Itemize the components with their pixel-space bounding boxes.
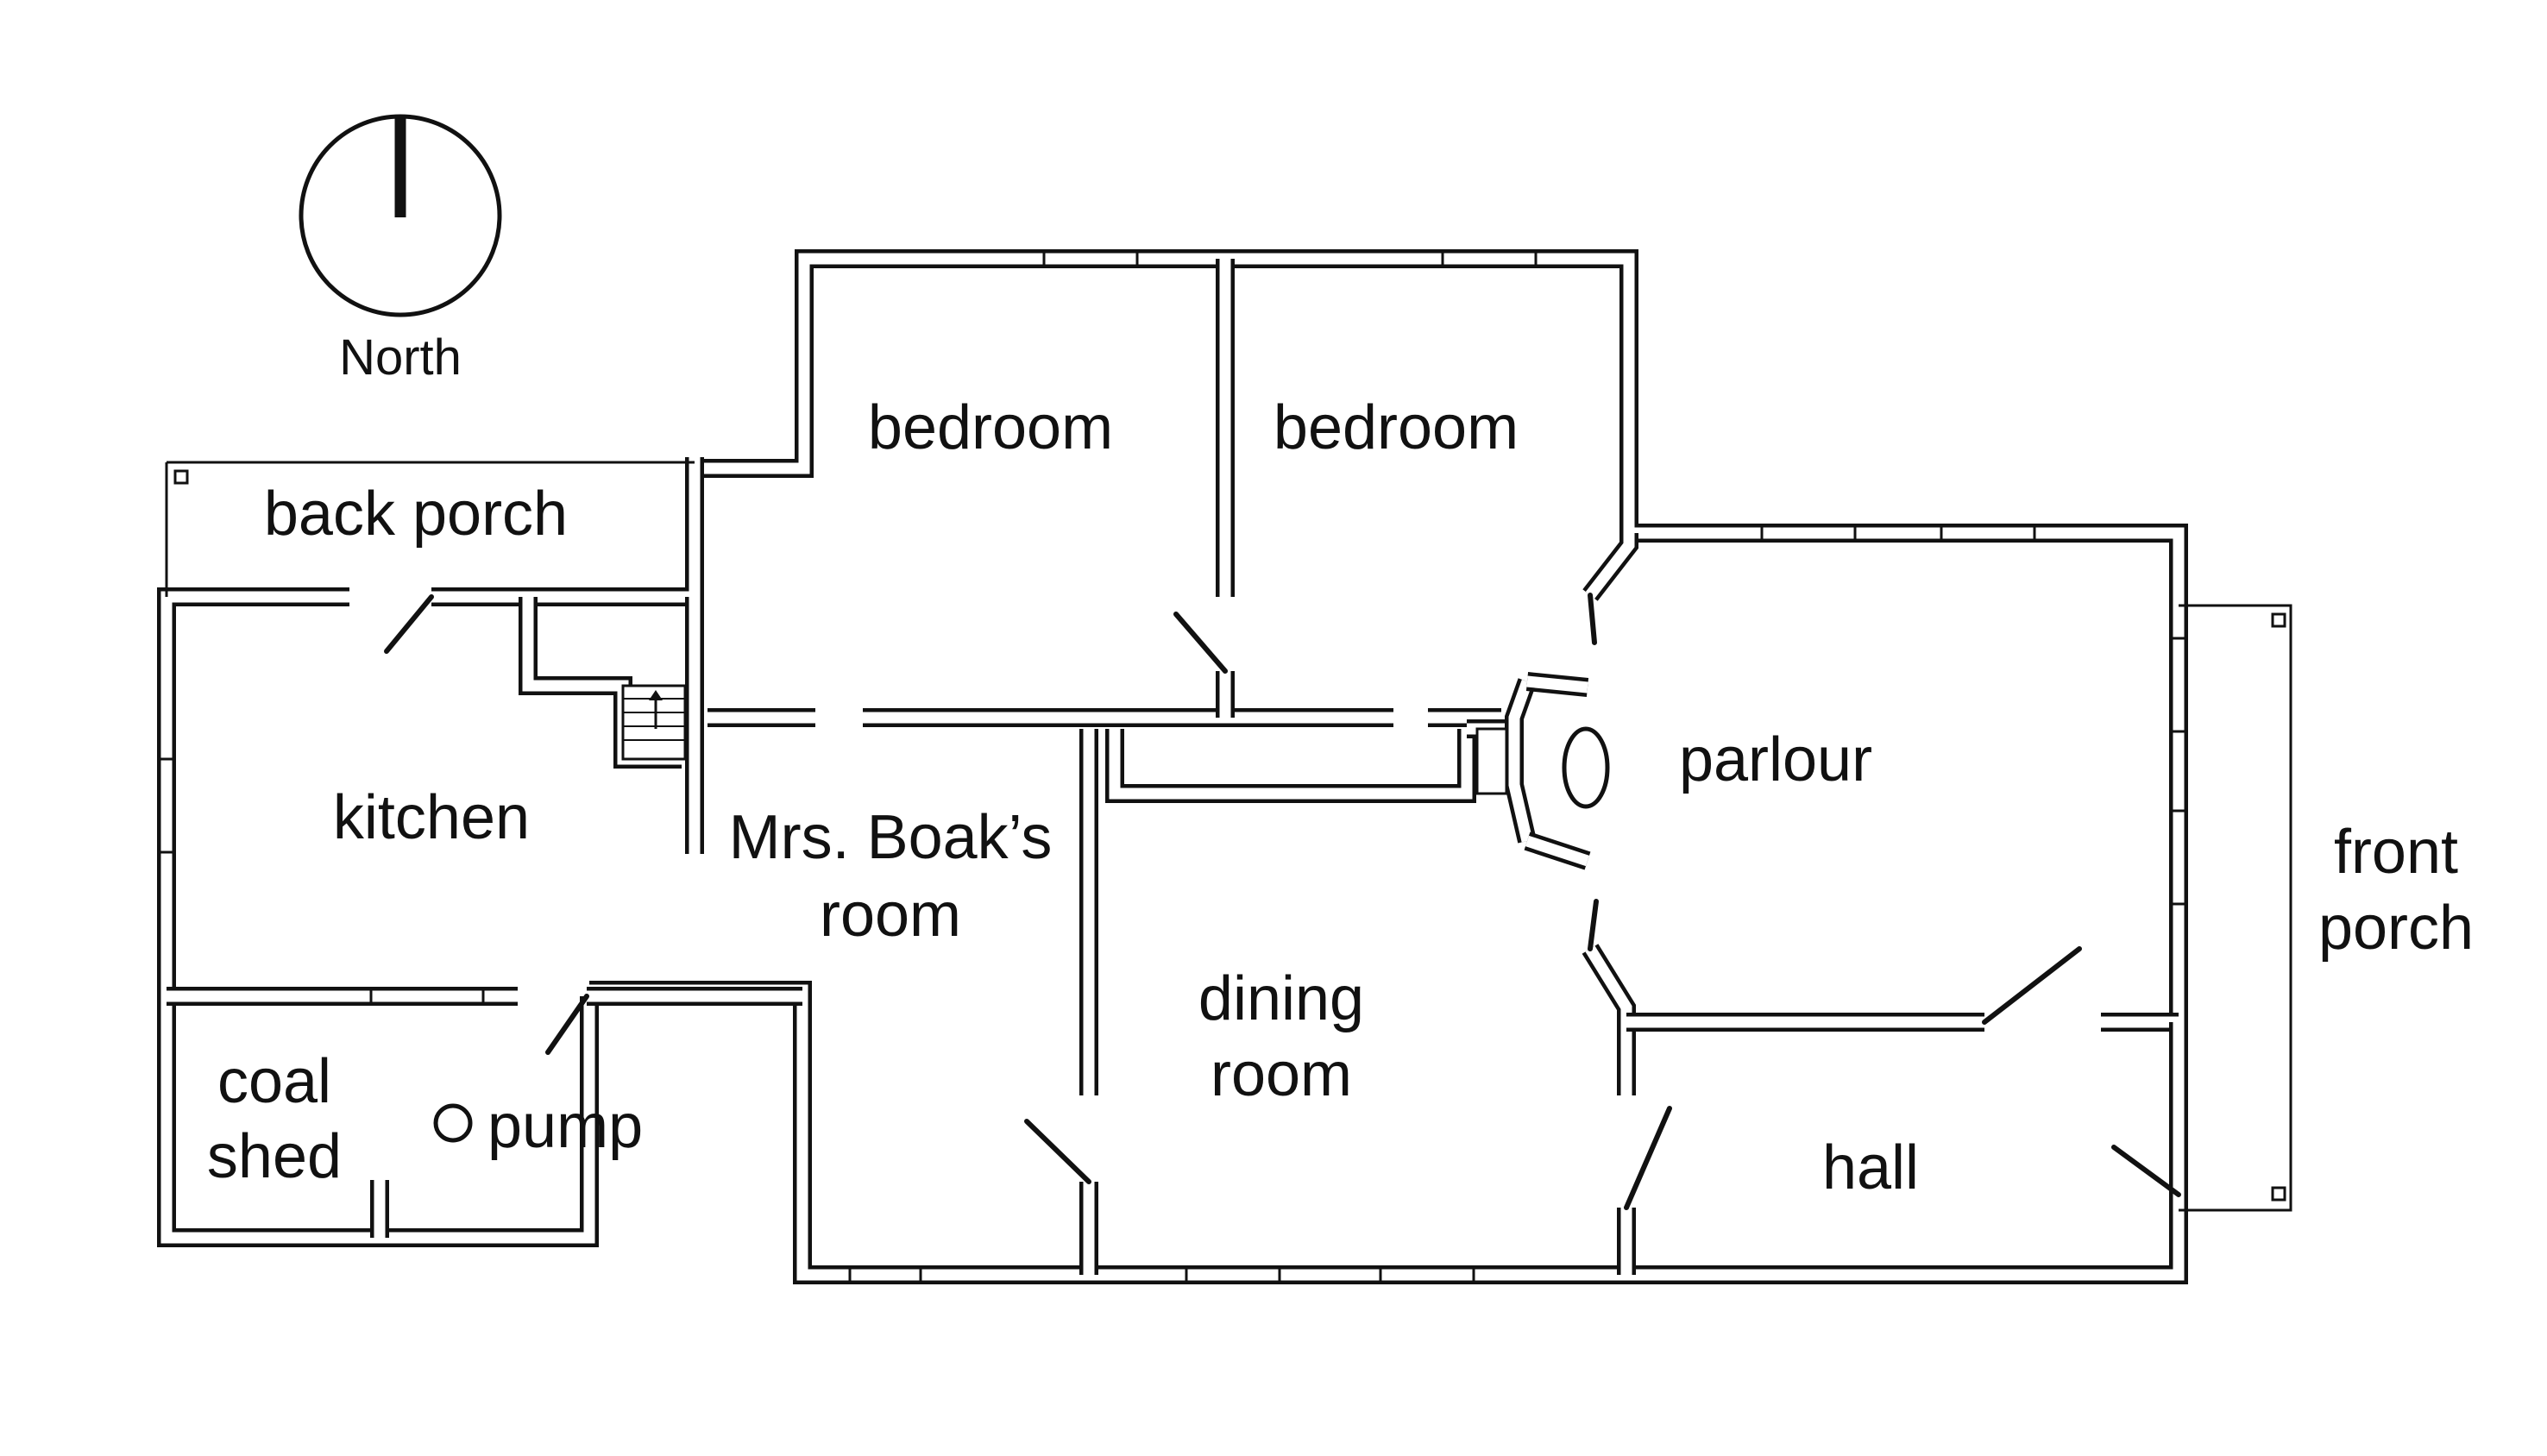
porch-post (2271, 1186, 2286, 1202)
window (848, 1266, 922, 1283)
room-label-hall: hall (1822, 1133, 1919, 1202)
room-label-front-porch-line2: porch (2318, 894, 2474, 963)
room-labels: bedroom bedroom back porch kitchen Mrs. … (207, 393, 2474, 1202)
room-label-back-porch: back porch (264, 480, 568, 549)
door (1588, 593, 1597, 645)
back-porch-outline (165, 461, 695, 597)
window (1441, 250, 1538, 267)
pump-marker (433, 1103, 473, 1143)
hearth-oval (1562, 726, 1610, 809)
porch-post (173, 469, 189, 485)
door (1588, 899, 1599, 951)
door (545, 994, 589, 1055)
door (2111, 1145, 2181, 1197)
room-label-coal-shed-line1: coal (217, 1047, 331, 1116)
room-label-kitchen: kitchen (333, 783, 530, 852)
door (1173, 612, 1228, 674)
window (1379, 1266, 1475, 1283)
window (1760, 524, 1857, 542)
fireplace (1475, 726, 1610, 809)
stairs (621, 684, 687, 761)
door (1024, 1119, 1091, 1184)
room-label-front-porch-line1: front (2334, 818, 2458, 887)
window (2170, 637, 2187, 733)
window (1042, 250, 1139, 267)
doors (384, 593, 2181, 1210)
porch-post (2271, 612, 2286, 628)
room-label-dining-line2: room (1211, 1040, 1352, 1109)
door (1982, 946, 2082, 1025)
front-porch-outline (2179, 604, 2292, 1212)
room-label-coal-shed-line2: shed (207, 1122, 342, 1191)
window (369, 988, 485, 1005)
room-label-pump: pump (487, 1092, 643, 1161)
room-label-parlour: parlour (1679, 725, 1872, 794)
window (2170, 809, 2187, 906)
room-label-mrs-boak-line2: room (820, 881, 961, 950)
compass-circle (299, 114, 502, 317)
door (1624, 1106, 1672, 1210)
compass: North (299, 114, 502, 386)
room-label-bedroom-east: bedroom (1274, 393, 1519, 462)
window (158, 757, 175, 854)
room-label-mrs-boak-line1: Mrs. Boak’s (729, 803, 1053, 872)
compass-label: North (339, 329, 462, 386)
window (1185, 1266, 1281, 1283)
windows (158, 250, 2187, 1283)
door (384, 594, 434, 654)
room-label-bedroom-west: bedroom (868, 393, 1113, 462)
window (1940, 524, 2036, 542)
room-label-dining-line1: dining (1198, 964, 1364, 1033)
